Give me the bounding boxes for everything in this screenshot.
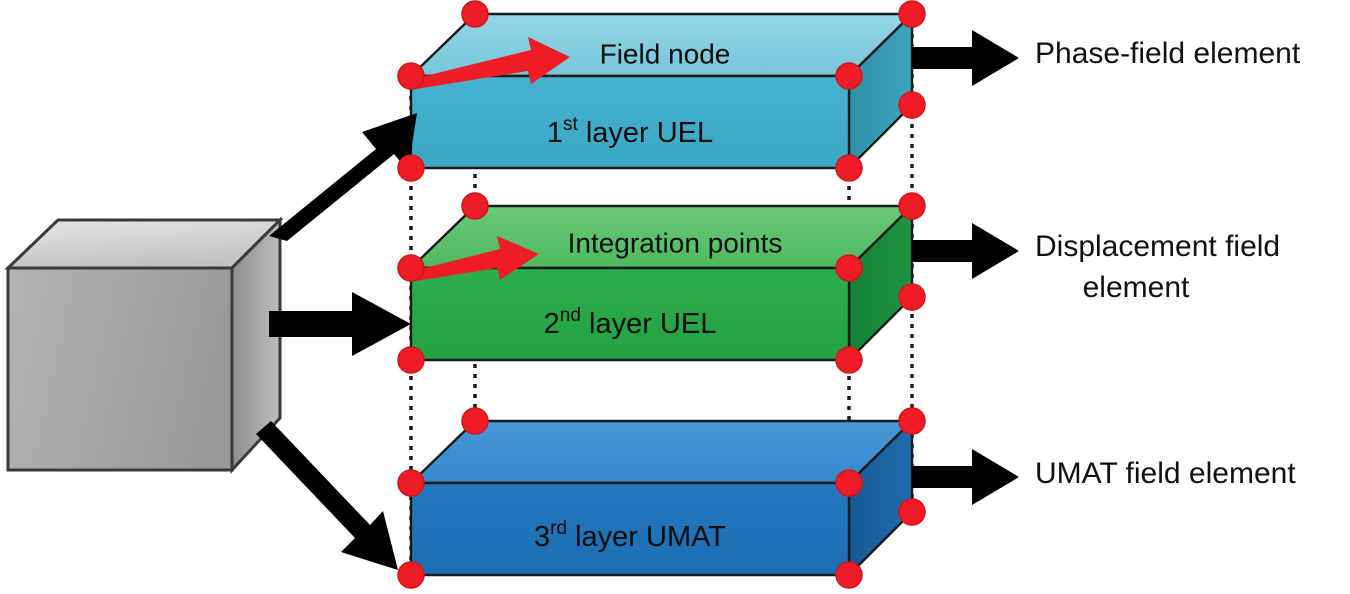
layer-3-label: 3rd layer UMAT	[534, 518, 726, 553]
node-marker	[397, 346, 425, 374]
right-label-displacement-field-element-line2: element	[1083, 271, 1190, 304]
layer-2-ordinal: 2	[544, 308, 560, 340]
field-node-markers	[397, 0, 926, 589]
node-marker	[835, 154, 863, 182]
node-marker	[461, 192, 489, 220]
layer-2-label-rest: layer UEL	[581, 308, 716, 340]
red-arrow-integration-points	[413, 236, 539, 281]
node-marker	[835, 62, 863, 90]
node-marker	[898, 0, 926, 28]
flow-arrow-to-layer-3	[256, 421, 398, 570]
right-label-phase-field-element: Phase-field element	[1035, 37, 1301, 70]
node-marker	[397, 254, 425, 282]
layer-2-box[interactable]	[408, 203, 915, 363]
layer-2-label: 2nd layer UEL	[544, 305, 717, 340]
layer-3-ordinal: 3	[534, 521, 550, 553]
red-annotation-arrows	[413, 37, 570, 281]
black-flow-arrows-from-cube	[256, 113, 417, 570]
black-output-arrows	[912, 30, 1019, 505]
layer-1-label: 1st layer UEL	[547, 114, 713, 149]
layer-3-ordinal-suffix: rd	[550, 518, 567, 539]
output-arrow-layer-3	[912, 449, 1019, 505]
layer-3-top-face	[408, 419, 915, 485]
node-marker	[397, 62, 425, 90]
layer-3-box[interactable]	[408, 418, 915, 578]
node-marker	[835, 469, 863, 497]
right-label-displacement-field-element-line1: Displacement field	[1035, 230, 1280, 263]
node-marker	[835, 561, 863, 589]
node-marker	[898, 91, 926, 119]
layer-1-ordinal: 1	[547, 117, 563, 149]
annotation-field-node: Field node	[600, 38, 731, 69]
node-marker	[835, 254, 863, 282]
node-marker	[898, 407, 926, 435]
layer-3-label-rest: layer UMAT	[567, 521, 726, 553]
right-label-umat-field-element: UMAT field element	[1035, 457, 1296, 490]
output-arrow-layer-1	[912, 30, 1019, 86]
node-marker	[461, 407, 489, 435]
node-marker	[898, 283, 926, 311]
layer-2-ordinal-suffix: nd	[560, 305, 581, 326]
node-marker	[898, 498, 926, 526]
node-marker	[461, 0, 489, 28]
node-marker	[898, 192, 926, 220]
output-arrow-layer-2	[912, 223, 1019, 279]
node-marker	[835, 346, 863, 374]
node-marker	[397, 154, 425, 182]
cube-front-face	[6, 266, 234, 472]
annotation-integration-points: Integration points	[568, 227, 783, 258]
node-marker	[397, 561, 425, 589]
flow-arrow-to-layer-2	[269, 292, 411, 356]
flow-arrow-to-layer-1	[269, 113, 417, 241]
solid-element-cube	[4, 216, 284, 474]
layer-1-label-rest: layer UEL	[578, 117, 713, 149]
node-marker	[397, 469, 425, 497]
layer-1-ordinal-suffix: st	[563, 114, 579, 135]
red-arrow-field-node	[413, 37, 570, 89]
